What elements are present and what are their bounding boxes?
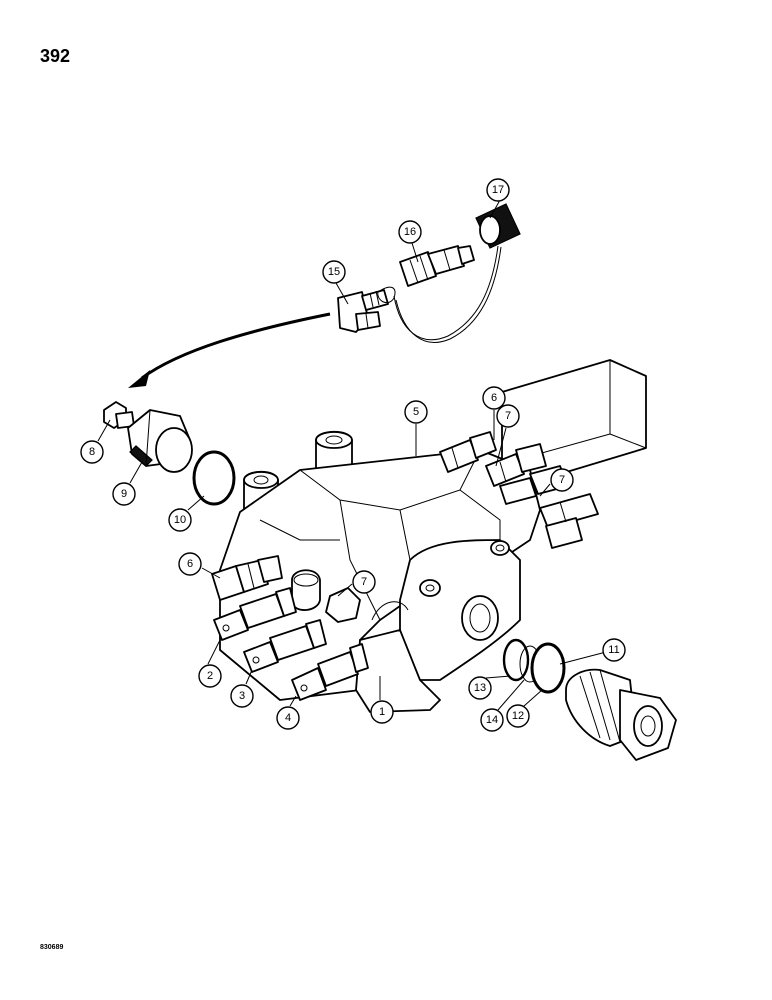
o-ring-12 bbox=[530, 642, 566, 694]
svg-text:8: 8 bbox=[89, 446, 95, 458]
outlet-fitting-11 bbox=[565, 668, 677, 761]
callout-8: 8 bbox=[80, 440, 104, 464]
quick-coupler-16 bbox=[399, 245, 475, 287]
svg-text:9: 9 bbox=[121, 488, 127, 500]
callout-14: 14 bbox=[480, 708, 504, 732]
location-arrow bbox=[141, 312, 331, 380]
svg-text:7: 7 bbox=[559, 474, 565, 486]
svg-text:3: 3 bbox=[239, 690, 245, 702]
svg-text:7: 7 bbox=[505, 410, 511, 422]
callout-7-front: 7 bbox=[352, 570, 376, 594]
svg-text:13: 13 bbox=[474, 682, 486, 694]
rear-fittings bbox=[439, 431, 599, 549]
callout-4: 4 bbox=[276, 706, 300, 730]
valve-body-1 bbox=[219, 359, 647, 713]
callout-3: 3 bbox=[230, 684, 254, 708]
adapter-9 bbox=[127, 409, 193, 473]
svg-text:10: 10 bbox=[174, 514, 186, 526]
o-ring-13 bbox=[502, 638, 530, 682]
svg-text:6: 6 bbox=[491, 392, 497, 404]
spool-3 bbox=[243, 619, 327, 673]
leader-lines bbox=[97, 199, 607, 711]
svg-text:17: 17 bbox=[492, 184, 504, 196]
callout-13: 13 bbox=[468, 676, 492, 700]
callout-5: 5 bbox=[404, 400, 428, 424]
spool-4 bbox=[291, 643, 369, 701]
svg-text:2: 2 bbox=[207, 670, 213, 682]
callout-10: 10 bbox=[168, 508, 192, 532]
o-ring-10 bbox=[192, 450, 236, 506]
elbow-fitting-15 bbox=[337, 289, 389, 333]
dust-cap-17 bbox=[377, 203, 521, 343]
callout-6-rear: 6 bbox=[482, 386, 506, 410]
callout-15: 15 bbox=[322, 260, 346, 284]
spool-2 bbox=[213, 587, 297, 641]
figure-id: 830689 bbox=[40, 944, 64, 951]
svg-text:1: 1 bbox=[379, 706, 385, 718]
svg-text:15: 15 bbox=[328, 266, 340, 278]
svg-text:12: 12 bbox=[512, 710, 524, 722]
svg-text:4: 4 bbox=[285, 712, 291, 724]
page-number: 392 bbox=[40, 46, 71, 66]
callout-7-rear-top: 7 bbox=[496, 404, 520, 428]
callout-16: 16 bbox=[398, 220, 422, 244]
callout-6-front: 6 bbox=[178, 552, 202, 576]
plug-8 bbox=[103, 401, 135, 429]
callout-1: 1 bbox=[370, 700, 394, 724]
callout-12: 12 bbox=[506, 704, 530, 728]
callout-7-rear-lower: 7 bbox=[550, 468, 574, 492]
svg-text:5: 5 bbox=[413, 406, 419, 418]
svg-text:16: 16 bbox=[404, 226, 416, 238]
svg-text:7: 7 bbox=[361, 576, 367, 588]
callout-17: 17 bbox=[486, 178, 510, 202]
callout-11: 11 bbox=[602, 638, 626, 662]
arrow-head-icon bbox=[128, 370, 150, 388]
callout-2: 2 bbox=[198, 664, 222, 688]
svg-text:6: 6 bbox=[187, 558, 193, 570]
front-fittings bbox=[211, 555, 361, 623]
svg-text:11: 11 bbox=[608, 644, 619, 656]
svg-text:14: 14 bbox=[486, 714, 498, 726]
callout-9: 9 bbox=[112, 482, 136, 506]
